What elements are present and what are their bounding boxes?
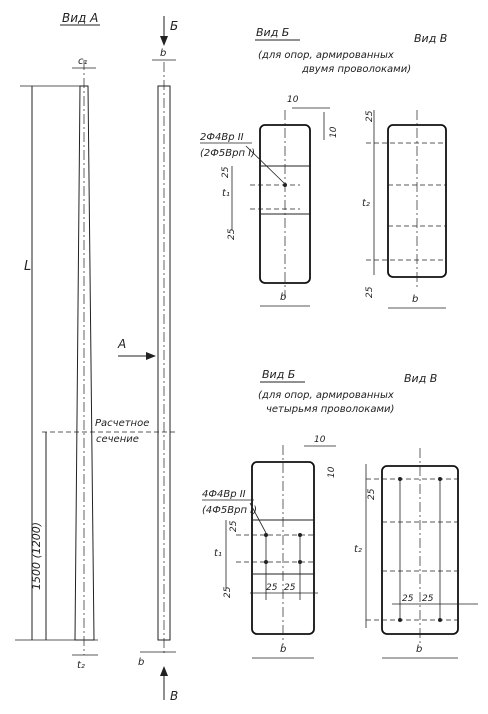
arrow-b-label: Б xyxy=(170,19,178,33)
upper-t1: t₁ xyxy=(222,188,230,199)
arrow-a-head xyxy=(146,352,156,360)
view-side-pole: Б b А b В xyxy=(117,16,178,703)
view-a-pole: Вид А с₁ L 1500 (1200) t₂ xyxy=(15,11,100,671)
lower-d25-g: 25 xyxy=(422,594,434,604)
upper-d25-d: 25 xyxy=(365,286,375,298)
upper-views: Вид Б Вид В (для опор, армированных двум… xyxy=(200,26,447,309)
upper-d25-c: 25 xyxy=(365,110,375,122)
lower-d25-b: 25 xyxy=(223,586,233,598)
upper-d10-h: 10 xyxy=(287,95,299,105)
b-top-label: b xyxy=(160,48,166,59)
dim-1500-label: 1500 (1200) xyxy=(30,522,43,590)
arrow-b-head xyxy=(160,36,168,46)
arrow-v-head xyxy=(160,666,168,676)
upper-b-left: b xyxy=(280,292,286,303)
upper-d25-b: 25 xyxy=(227,228,237,240)
upper-rebar-alt: (2Ф5Врп I) xyxy=(200,148,255,159)
lower-d25-f: 25 xyxy=(402,594,414,604)
arrow-a-label: А xyxy=(117,337,126,351)
upper-t2: t₂ xyxy=(362,198,370,209)
arrow-v-label: В xyxy=(170,689,178,703)
upper-rebar: 2Ф4Вр II xyxy=(200,132,244,143)
lower-caption-2: четырьмя проволоками) xyxy=(266,404,394,415)
upper-d25-a: 25 xyxy=(221,166,231,178)
t2-label: t₂ xyxy=(77,660,85,671)
lower-views: Вид Б Вид В (для опор, армированных четы… xyxy=(202,368,478,659)
lower-rebar: 4Ф4Вр II xyxy=(202,489,246,500)
upper-b-right: b xyxy=(412,294,418,305)
pole-a-outline xyxy=(74,85,95,641)
lower-d25-e: 25 xyxy=(367,488,377,500)
upper-caption-1: (для опор, армированных xyxy=(258,50,394,61)
upper-b-wire-dot xyxy=(283,183,287,187)
c1-label: с₁ xyxy=(78,56,88,67)
lower-t2: t₂ xyxy=(354,544,362,555)
upper-view-v-title: Вид В xyxy=(414,32,447,45)
lower-d25-c: 25 xyxy=(266,583,278,593)
b-bottom-label: b xyxy=(138,657,144,668)
lower-b-right: b xyxy=(416,644,422,655)
lower-d25-d: 25 xyxy=(284,583,296,593)
lower-rebar-leader xyxy=(249,502,267,534)
L-label: L xyxy=(24,259,31,274)
lower-t1: t₁ xyxy=(214,548,222,559)
lower-rebar-alt: (4Ф5Врп I) xyxy=(202,505,257,516)
lower-caption-1: (для опор, армированных xyxy=(258,390,394,401)
upper-rebar-leader xyxy=(245,145,285,184)
lower-view-b-title: Вид Б xyxy=(262,368,295,381)
calc-section-text-1: Расчетное xyxy=(95,418,149,429)
upper-d10-v: 10 xyxy=(329,126,339,138)
upper-view-b-title: Вид Б xyxy=(256,26,289,39)
lower-b-left: b xyxy=(280,644,286,655)
view-a-title: Вид А xyxy=(62,11,98,25)
lower-view-v-title: Вид В xyxy=(404,372,437,385)
calc-section-text-2: сечение xyxy=(96,434,139,445)
lower-d25-a: 25 xyxy=(229,520,239,532)
upper-caption-2: двумя проволоками) xyxy=(301,64,411,75)
lower-d10-v: 10 xyxy=(327,466,337,478)
lower-d10-h: 10 xyxy=(314,435,326,445)
